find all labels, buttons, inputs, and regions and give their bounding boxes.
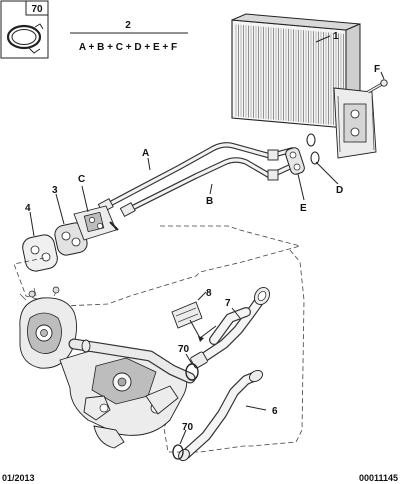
footer-reference: 00011145: [359, 473, 398, 483]
callout-70-bottom: 70: [182, 422, 194, 433]
pad-8: [171, 301, 203, 329]
heater-matrix: [231, 13, 377, 159]
callout-70-inset: 70: [31, 4, 43, 15]
callout-4: 4: [25, 203, 31, 214]
leader-1: [315, 35, 331, 43]
heater-fins: [235, 24, 344, 126]
pipe-A: [103, 142, 295, 209]
kit-callout-group: 2 A + B + C + D + E + F: [70, 20, 188, 53]
clip-inset-box: 70: [0, 0, 49, 59]
callout-7: 7: [225, 298, 231, 309]
callout-F: F: [374, 64, 380, 75]
engine-housing: [19, 286, 188, 449]
callout-70-mid: 70: [178, 344, 190, 355]
flange-C: [73, 205, 119, 241]
gasket-E: [285, 147, 305, 175]
hose-6: [178, 369, 264, 462]
callout-3: 3: [52, 185, 58, 196]
clip-70-bottom: [172, 444, 184, 460]
screw-F: [367, 79, 388, 94]
routing-outline-upper: [13, 225, 302, 307]
routing-outline-lower: [163, 249, 305, 453]
callout-8: 8: [206, 288, 212, 299]
callout-D: D: [336, 185, 343, 196]
engine-outlet-pipe: [68, 338, 196, 384]
pipe-B: [125, 157, 299, 213]
callout-C: C: [78, 174, 85, 185]
kit-formula: A + B + C + D + E + F: [79, 42, 177, 53]
o-rings-D: [306, 133, 320, 165]
callout-E: E: [300, 203, 307, 214]
callout-2: 2: [125, 20, 131, 31]
seal-3: [54, 222, 88, 256]
callout-6: 6: [272, 406, 278, 417]
callout-1: 1: [333, 31, 339, 42]
callout-A: A: [142, 148, 149, 159]
hose-clip-icon: [6, 23, 44, 54]
footer-date: 01/2013: [2, 473, 35, 483]
callout-B: B: [206, 196, 213, 207]
gasket-4: [22, 234, 58, 272]
hose-7: [190, 287, 270, 369]
